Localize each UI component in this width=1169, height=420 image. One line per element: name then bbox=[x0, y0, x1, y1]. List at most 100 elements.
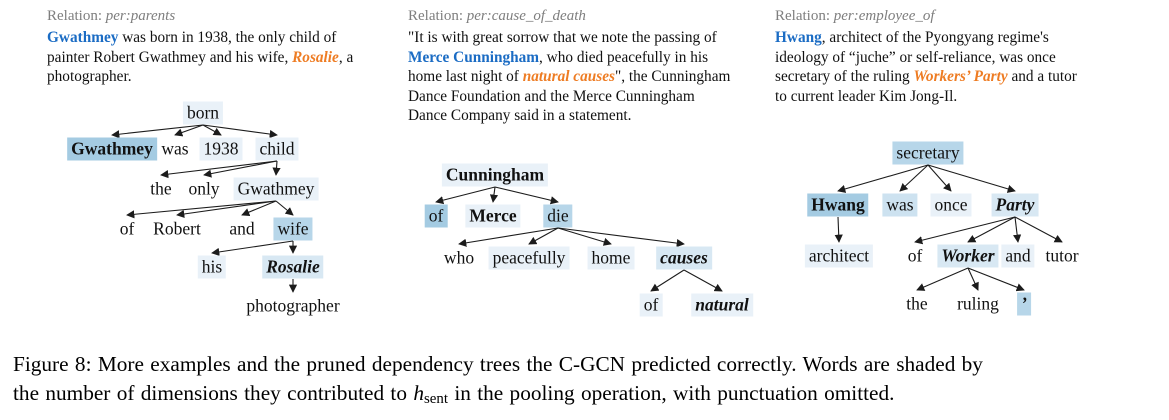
example-panel-cause-of-death: Relation: per:cause_of_death "It is with… bbox=[408, 7, 776, 126]
text-segment: , a bbox=[338, 48, 354, 66]
tree1-edge-child-only bbox=[203, 160, 278, 178]
tree2-node-merce: Merce bbox=[465, 204, 521, 228]
text-segment: Dance Company said in a statement. bbox=[408, 107, 632, 125]
tree3-node-of: of bbox=[907, 245, 923, 266]
text-segment: secretary of the ruling bbox=[775, 68, 914, 86]
subject-entity: Merce Cunningham bbox=[408, 48, 540, 66]
tree1-node-of: of bbox=[119, 218, 135, 239]
relation-prefix: Relation: bbox=[408, 8, 467, 24]
tree2-edge-die-causes bbox=[557, 227, 685, 248]
subject-entity: Hwang bbox=[775, 29, 822, 46]
text-segment: "It is with great sorrow that we note th… bbox=[408, 29, 717, 46]
relation-type: per:cause_of_death bbox=[466, 8, 586, 24]
tree3-node-apostrophe: ’ bbox=[1017, 292, 1031, 316]
tree2-node-who: who bbox=[443, 247, 475, 268]
figure-caption: Figure 8: More examples and the pruned d… bbox=[13, 350, 1165, 413]
text-segment: sent bbox=[423, 390, 448, 407]
tree3-node-tutor: tutor bbox=[1045, 245, 1079, 266]
tree1-node-born: born bbox=[182, 101, 224, 125]
panel-text: Hwang, architect of the Pyongyang regime… bbox=[775, 28, 1167, 106]
tree1-node-photographer: photographer bbox=[246, 295, 340, 316]
tree3-node-party: Party bbox=[991, 193, 1039, 217]
object-entity: Workers’ Party bbox=[913, 68, 1008, 86]
tree3-edge-worker-the bbox=[916, 267, 969, 291]
tree2-edge-causes-natural bbox=[683, 269, 723, 292]
tree2-edge-die-who bbox=[458, 227, 559, 247]
tree2-node-home: home bbox=[587, 246, 635, 270]
relation-label: Relation: per:parents bbox=[47, 7, 395, 25]
tree3-node-secretary: secretary bbox=[892, 141, 964, 165]
tree3-edge-secretary-was bbox=[899, 164, 929, 192]
example-panel-employee-of: Relation: per:employee_of Hwang, archite… bbox=[775, 7, 1167, 106]
tree1-edge-born-gwathmey bbox=[111, 124, 204, 139]
tree3-edge-party-tutor bbox=[1014, 216, 1063, 243]
panel-text: Gwathmey was born in 1938, the only chil… bbox=[47, 28, 395, 87]
relation-label: Relation: per:cause_of_death bbox=[408, 7, 776, 25]
text-segment: to current leader Kim Jong-Il. bbox=[775, 87, 958, 105]
relation-type: per:parents bbox=[105, 8, 176, 24]
tree1-edge-gwathmey2-and bbox=[241, 200, 277, 217]
tree1-node-the: the bbox=[150, 178, 172, 199]
tree1-edge-born-was bbox=[174, 124, 204, 137]
tree1-node-1938: 1938 bbox=[199, 137, 243, 161]
panel-text: "It is with great sorrow that we note th… bbox=[408, 28, 776, 126]
text-segment: ideology of “juche” or self-reliance, wa… bbox=[775, 48, 1056, 66]
tree1-edge-child-gwathmey2 bbox=[272, 160, 281, 176]
tree3-node-worker: Worker bbox=[937, 244, 999, 268]
text-segment: painter Robert Gwathmey and his wife, bbox=[47, 48, 293, 66]
tree1-edge-gwathmey2-wife bbox=[275, 200, 294, 216]
tree3-node-was: was bbox=[882, 193, 918, 217]
text-segment: Figure 8: More examples and the pruned d… bbox=[13, 352, 983, 376]
text-segment: h bbox=[413, 380, 424, 405]
tree2-edge-causes-of2 bbox=[650, 269, 685, 292]
tree3-node-and: and bbox=[1001, 244, 1035, 268]
object-entity: natural causes bbox=[522, 68, 615, 86]
text-segment: and a tutor bbox=[1007, 68, 1077, 86]
tree2-node-die: die bbox=[543, 204, 573, 228]
text-segment: Dance Foundation and the Merce Cunningha… bbox=[408, 87, 695, 105]
text-segment: photographer. bbox=[47, 68, 132, 86]
tree3-edge-secretary-party bbox=[927, 164, 1016, 193]
tree2-node-natural: natural bbox=[691, 293, 753, 317]
tree3-node-architect: architect bbox=[804, 244, 874, 268]
tree3-edge-worker-ruling bbox=[967, 267, 979, 291]
tree3-node-once: once bbox=[930, 193, 972, 217]
tree2-node-causes: causes bbox=[656, 246, 712, 270]
tree3-edge-party-of bbox=[914, 216, 1016, 245]
text-segment: ", the Cunningham bbox=[614, 68, 731, 86]
tree1-node-child: child bbox=[255, 137, 299, 161]
text-segment: , who died peacefully in his bbox=[539, 48, 709, 66]
tree1-node-gwathmey: Gwathmey bbox=[67, 137, 157, 161]
tree3-node-hwang: Hwang bbox=[807, 193, 869, 217]
object-entity: Rosalie bbox=[292, 48, 339, 66]
tree3-node-the: the bbox=[906, 293, 928, 314]
text-segment: , architect of the Pyongyang regime's bbox=[821, 29, 1049, 46]
tree3-edge-secretary-once bbox=[927, 164, 952, 192]
tree1-edge-gwathmey2-of bbox=[126, 200, 277, 219]
tree2-node-of2: of bbox=[639, 293, 663, 317]
tree2-edge-die-home bbox=[557, 227, 612, 246]
tree2-node-peacefully: peacefully bbox=[488, 246, 570, 270]
tree3-edge-worker-apostrophe bbox=[967, 267, 1025, 292]
tree1-edge-wife-his bbox=[211, 240, 294, 257]
tree2-node-of: of bbox=[424, 204, 448, 228]
tree1-node-rosalie: Rosalie bbox=[262, 255, 324, 279]
text-segment: in the pooling operation, with punctuati… bbox=[448, 380, 895, 405]
tree1-node-was: was bbox=[161, 138, 189, 159]
subject-entity: Gwathmey bbox=[47, 29, 119, 46]
text-segment: the number of dimensions they contribute… bbox=[13, 380, 414, 405]
text-segment: was born in 1938, the only child of bbox=[118, 29, 337, 46]
tree2-edge-die-peacefully bbox=[528, 227, 559, 245]
tree3-edge-hwang-architect bbox=[834, 216, 843, 243]
relation-type: per:employee_of bbox=[833, 8, 935, 24]
tree1-edge-born-child bbox=[202, 124, 278, 139]
tree1-edge-gwathmey2-robert bbox=[176, 200, 277, 219]
text-segment: home last night of bbox=[408, 68, 523, 86]
tree1-edge-child-the bbox=[160, 160, 278, 179]
tree2-edge-cunningham-die bbox=[494, 186, 559, 205]
tree2-node-cunningham: Cunningham bbox=[441, 163, 549, 187]
tree1-node-and: and bbox=[229, 218, 255, 239]
relation-label: Relation: per:employee_of bbox=[775, 7, 1167, 25]
